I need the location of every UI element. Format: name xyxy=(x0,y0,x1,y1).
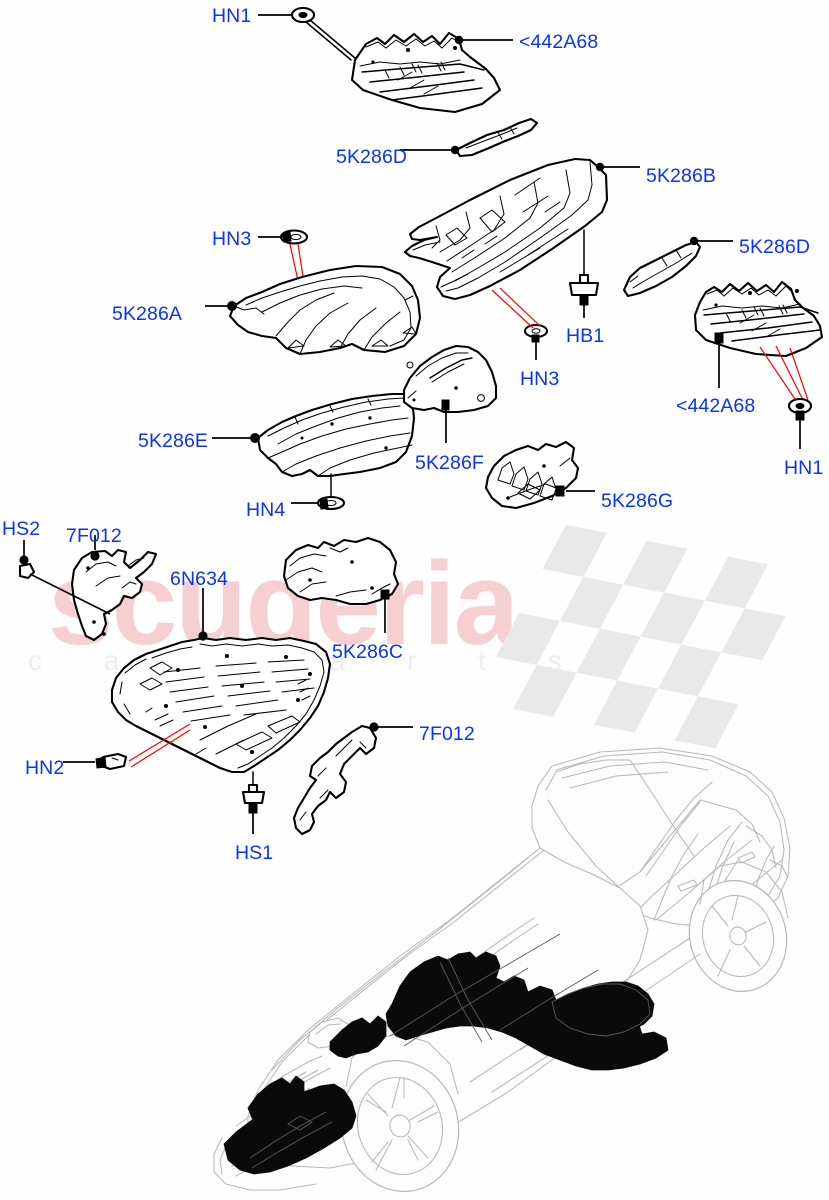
fastener-hn3-mid xyxy=(491,287,549,360)
callout-hn3-mid: HN3 xyxy=(520,368,560,390)
fastener-hs2 xyxy=(18,540,111,615)
callout-hb1: HB1 xyxy=(566,325,605,347)
fastener-hn2 xyxy=(95,723,191,771)
callout-hn1-top: HN1 xyxy=(212,5,252,27)
part-heat-shield-strip-right xyxy=(622,240,702,298)
fastener-hn1-top xyxy=(290,6,356,61)
fastener-hn3-left xyxy=(279,229,309,291)
fastener-hb1 xyxy=(568,229,600,318)
vehicle-illustration xyxy=(213,747,791,1192)
part-tunnel-heat-shield xyxy=(403,157,609,301)
callout-hn1-right: HN1 xyxy=(784,457,824,479)
callout-5k286e: 5K286E xyxy=(138,430,208,452)
part-ribbed-heat-shield xyxy=(484,440,580,510)
part-engine-undershield-right xyxy=(693,280,824,358)
callout-5k286a: 5K286A xyxy=(112,303,182,325)
callout-442a68-right: <442A68 xyxy=(676,395,756,417)
callout-hn4: HN4 xyxy=(246,499,286,521)
part-rear-floor-heat-shield xyxy=(256,392,416,478)
leader-5k286c xyxy=(380,589,390,633)
part-heat-shield-strip-top xyxy=(454,117,539,158)
leader-7f012-left xyxy=(90,535,100,561)
callout-5k286c: 5K286C xyxy=(332,641,404,663)
part-transmission-bracket-left xyxy=(70,548,158,642)
part-transmission-bracket-right xyxy=(292,724,378,836)
fastener-hn1-right xyxy=(759,345,813,449)
part-small-heat-shield xyxy=(402,344,498,414)
leader-7f012-right xyxy=(369,722,413,732)
callout-5k286g: 5K286G xyxy=(601,490,674,512)
callout-5k286f: 5K286F xyxy=(415,452,484,474)
leader-442a68-right xyxy=(714,332,724,388)
callout-hs1: HS1 xyxy=(235,842,274,864)
callout-5k286b: 5K286B xyxy=(646,165,716,187)
callout-7f012-left: 7F012 xyxy=(66,525,122,547)
fastener-hn4 xyxy=(316,473,346,511)
fastener-hs1 xyxy=(241,771,266,834)
callout-6n634: 6N634 xyxy=(170,568,228,590)
callout-5k286d-right: 5K286D xyxy=(739,236,811,258)
callout-hs2: HS2 xyxy=(2,518,41,540)
leader-6n634 xyxy=(198,588,208,641)
part-front-floor-heat-shield xyxy=(228,264,422,356)
callout-7f012-right: 7F012 xyxy=(419,723,475,745)
leader-5k286f xyxy=(441,399,450,443)
part-engine-undershield-top xyxy=(350,31,502,114)
callout-5k286d-top: 5K286D xyxy=(336,146,408,168)
part-centre-heat-shield xyxy=(282,536,400,606)
callout-hn3-left: HN3 xyxy=(212,228,252,250)
callout-hn2: HN2 xyxy=(25,757,65,779)
callout-442a68-top: <442A68 xyxy=(519,31,599,53)
